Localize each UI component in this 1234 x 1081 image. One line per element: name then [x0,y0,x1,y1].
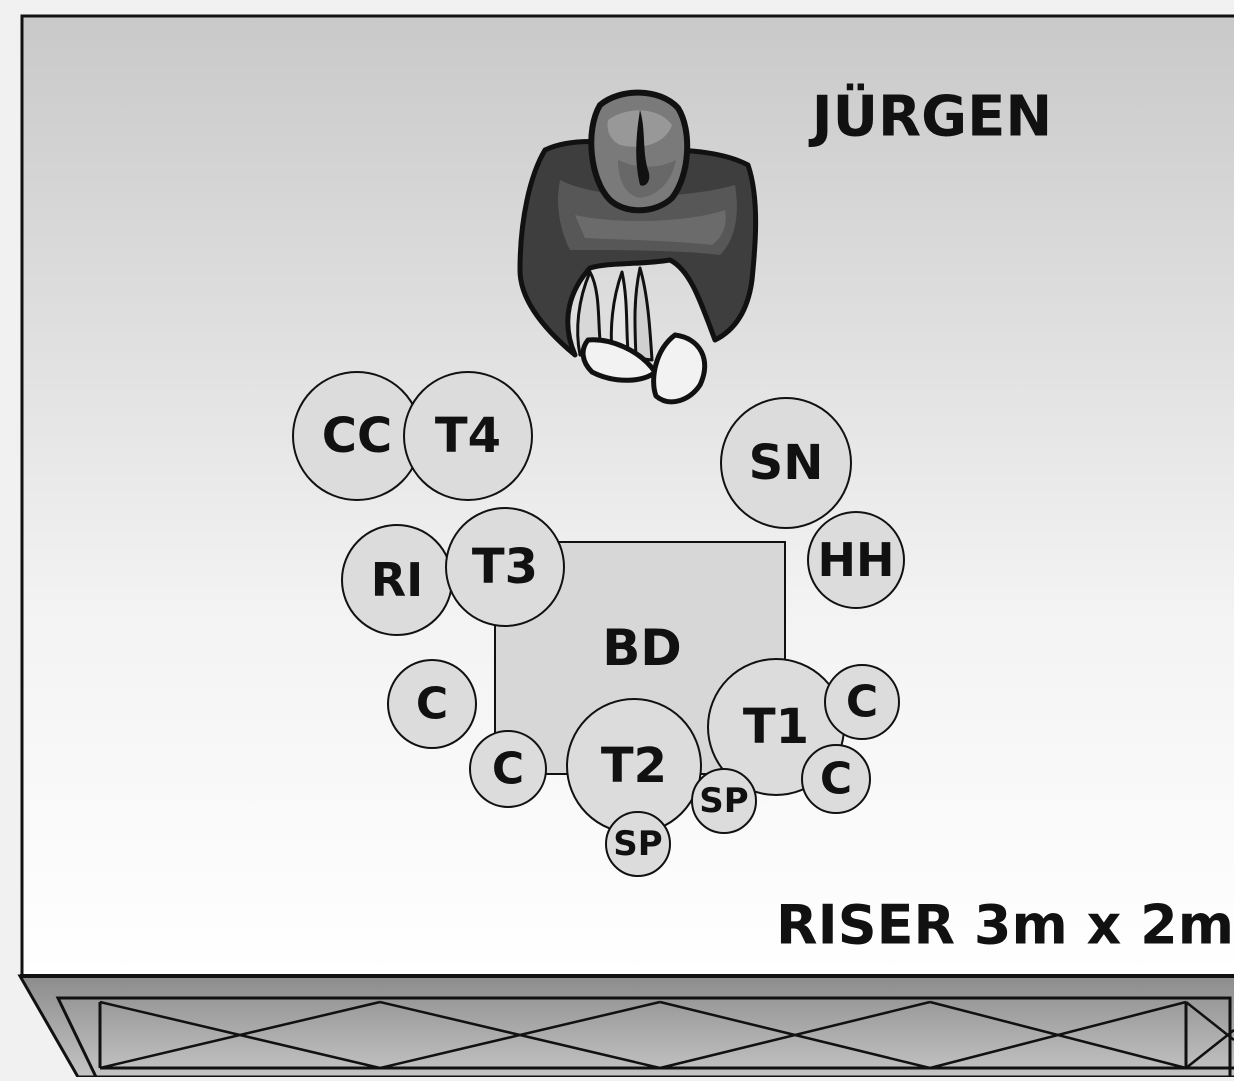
drum-t2: T2 [566,698,702,834]
drum-t4-circle [403,371,533,501]
drum-sp-right-circle [691,768,757,834]
drum-hh-label: HH [818,533,895,587]
drum-cc-label: CC [322,408,392,464]
drum-t4-label: T4 [435,408,501,464]
drum-t1-label: T1 [743,699,809,755]
drummer-figure [517,89,759,405]
drum-t3: T3 [445,507,565,627]
drum-sn-label: SN [749,435,824,491]
drum-sp-right-label: SP [699,781,748,821]
riser-truss [17,974,1234,1079]
drum-c-bottom: C [469,730,547,808]
riser-label: RISER 3m x 2m [776,894,1234,957]
drum-t3-circle [445,507,565,627]
drum-sp-bottom-label: SP [613,824,662,864]
drum-c-right-bottom-label: C [820,754,852,805]
drum-sn: SN [720,397,852,529]
drum-ri-label: RI [371,553,424,607]
drum-ri: RI [341,524,453,636]
drum-c-left-circle [387,659,477,749]
drum-hh: HH [807,511,905,609]
bass-drum-label: BD [602,619,682,677]
drum-sn-circle [720,397,852,529]
drum-hh-circle [807,511,905,609]
drum-c-right-top: C [824,664,900,740]
drum-sp-bottom: SP [605,811,671,877]
drum-c-right-top-circle [824,664,900,740]
drum-cc: CC [292,371,422,501]
drum-sp-right: SP [691,768,757,834]
drum-c-bottom-label: C [492,744,524,795]
drum-c-right-bottom-circle [801,744,871,814]
performer-name: JÜRGEN [808,85,1053,150]
drum-c-right-top-label: C [846,677,878,728]
drum-c-bottom-circle [469,730,547,808]
drum-c-left-label: C [416,679,448,730]
drum-t4: T4 [403,371,533,501]
drum-c-right-bottom: C [801,744,871,814]
drum-t2-label: T2 [601,738,667,794]
drum-c-left: C [387,659,477,749]
drum-t3-label: T3 [472,539,538,595]
drum-sp-bottom-circle [605,811,671,877]
